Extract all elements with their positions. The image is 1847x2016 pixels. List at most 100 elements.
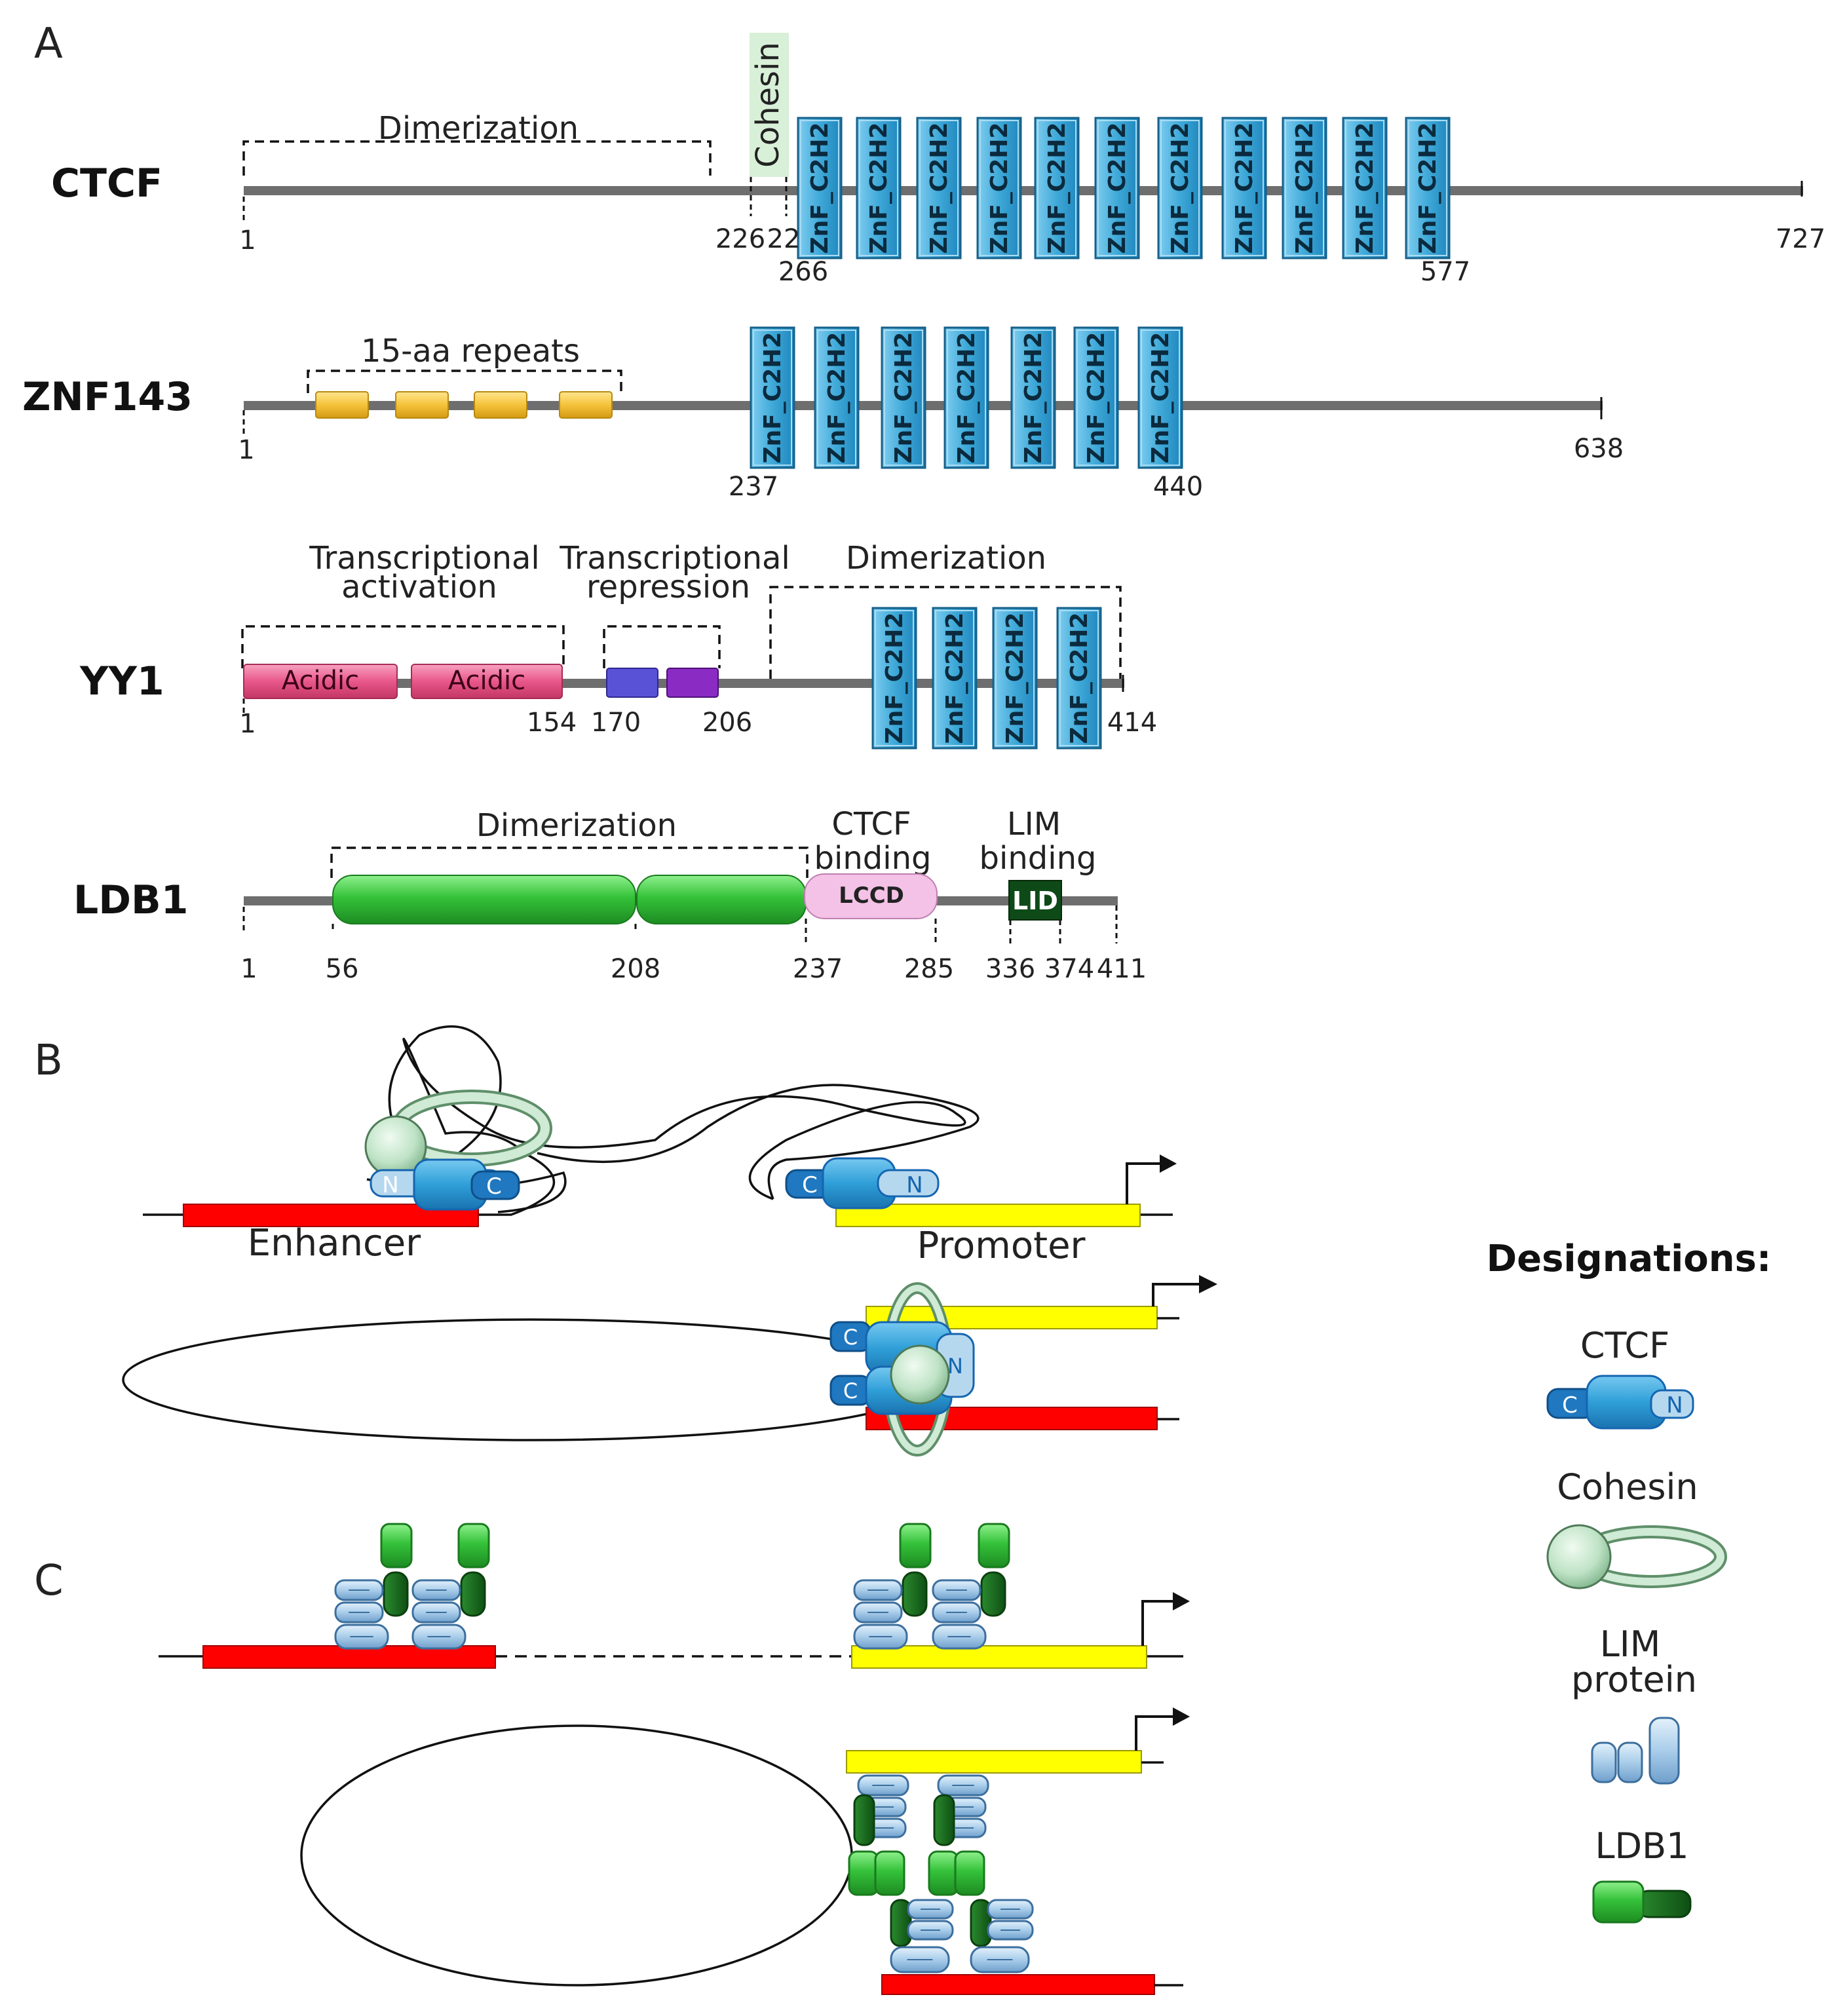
ldb1-dimerization-head <box>978 1523 1010 1569</box>
zinc-finger-domain: ZnF_C2H2 <box>797 117 843 259</box>
zinc-finger-domain: ZnF_C2H2 <box>881 326 926 469</box>
yy1-tick-170: 170 <box>591 708 641 738</box>
panel-c-label: C <box>34 1557 64 1605</box>
zinc-finger-label: ZnF_C2H2 <box>953 332 980 464</box>
zinc-finger-label: ZnF_C2H2 <box>1352 123 1379 254</box>
promoter-label: Promoter <box>917 1225 1086 1267</box>
ctcf-c-terminus: C <box>802 1172 818 1198</box>
ldb1-tick-285: 285 <box>904 954 954 984</box>
legend-ldb1-label: LDB1 <box>1595 1825 1688 1867</box>
legend-title: Designations: <box>1487 1238 1772 1280</box>
chromatin-loop-strand <box>388 1025 502 1154</box>
ctcf-tick-22x: 22 <box>767 224 801 254</box>
yy1-acidic-label-2: Acidic <box>448 666 525 696</box>
ctcf-dimerization-label: Dimerization <box>378 110 579 147</box>
ldb1-ctcf-binding-label-2: binding <box>814 840 932 877</box>
zinc-finger-domain: ZnF_C2H2 <box>992 607 1038 750</box>
yy1-tick-1: 1 <box>239 709 256 739</box>
zinc-finger-domain: ZnF_C2H2 <box>1342 117 1388 259</box>
znf143-zinc-finger-row: ZnF_C2H2 ZnF_C2H2 ZnF_C2H2 ZnF_C2H2 ZnF_C2H2… <box>750 326 1183 469</box>
yy1-tick-154: 154 <box>527 708 577 738</box>
ctcf-c-terminus: C <box>843 1325 858 1350</box>
zinc-finger-label: ZnF_C2H2 <box>1020 332 1047 464</box>
ldb1-dimerization-label: Dimerization <box>476 807 677 844</box>
yy1-domain-map: YY1 Transcriptional activation Transcrip… <box>79 540 1157 750</box>
legend-cohesin-label: Cohesin <box>1557 1466 1698 1508</box>
ldb1-ctcf-binding-label-1: CTCF <box>831 806 911 843</box>
zinc-finger-label: ZnF_C2H2 <box>1167 123 1194 254</box>
zinc-finger-domain: ZnF_C2H2 <box>856 117 902 259</box>
ldb1-tick-374: 374 <box>1044 954 1094 984</box>
ldb1-dimerization-head <box>874 1850 905 1896</box>
ldb1-dimerization-head <box>848 1850 879 1896</box>
zinc-finger-label: ZnF_C2H2 <box>866 123 892 254</box>
ldb1-dimerization-head <box>954 1850 985 1896</box>
zinc-finger-domain: ZnF_C2H2 <box>1405 117 1451 259</box>
ctcf-n-terminus: N <box>382 1172 398 1198</box>
ldb1-lid-stem <box>933 1794 955 1846</box>
ldb1-tick-marks <box>242 905 1118 943</box>
yy1-activation-label-1: Transcriptional <box>309 540 539 577</box>
yy1-acidic-box-1 <box>243 664 398 699</box>
ldb1-dimerization-head <box>380 1523 413 1569</box>
panel-c-looped <box>300 1707 1190 1995</box>
zinc-finger-label: ZnF_C2H2 <box>881 613 908 744</box>
repeat-box <box>395 391 449 419</box>
legend-ctcf-label: CTCF <box>1580 1325 1669 1366</box>
ldb1-lid-stem <box>460 1571 486 1617</box>
panel-c-unlooped <box>159 1523 1190 1669</box>
zinc-finger-label: ZnF_C2H2 <box>1147 332 1174 464</box>
tss-arrowhead <box>1173 1592 1190 1610</box>
ldb1-tick-237: 237 <box>793 954 843 984</box>
zinc-finger-domain: ZnF_C2H2 <box>1034 117 1080 259</box>
zinc-finger-domain: ZnF_C2H2 <box>916 117 962 259</box>
legend-ctcf-n: N <box>1666 1392 1683 1418</box>
zinc-finger-label: ZnF_C2H2 <box>1044 123 1071 254</box>
yy1-repression-label-1: Transcriptional <box>559 540 790 577</box>
yy1-repression-bracket <box>603 625 721 668</box>
zinc-finger-label: ZnF_C2H2 <box>1066 613 1093 744</box>
zinc-finger-label: ZnF_C2H2 <box>986 123 1013 254</box>
yy1-activation-label-2: activation <box>341 569 497 605</box>
zinc-finger-domain: ZnF_C2H2 <box>1010 326 1056 469</box>
panel-b-looped: C C N <box>122 1275 1217 1456</box>
yy1-repression-box-purple <box>666 668 719 698</box>
zinc-finger-label: ZnF_C2H2 <box>890 332 917 464</box>
repeat-box <box>474 391 527 419</box>
legend-lim-icon <box>1591 1717 1680 1785</box>
yy1-tick-414: 414 <box>1107 708 1157 738</box>
yy1-dimerization-label: Dimerization <box>846 540 1046 577</box>
zinc-finger-label: ZnF_C2H2 <box>824 332 850 464</box>
ldb1-dimerization-domain-1 <box>332 875 636 924</box>
zinc-finger-label: ZnF_C2H2 <box>1231 123 1258 254</box>
yy1-name: YY1 <box>79 658 164 704</box>
ldb1-lim-complex-enhancer <box>334 1523 490 1650</box>
repeat-box <box>315 391 369 419</box>
ldb1-tick-208: 208 <box>611 954 660 984</box>
zinc-finger-label: ZnF_C2H2 <box>1083 332 1110 464</box>
yy1-dimerization-bracket <box>769 586 1122 679</box>
ctcf-n-terminus: N <box>906 1172 923 1198</box>
ldb1-lid-label: LID <box>1012 886 1058 915</box>
legend-ctcf-icon: C N <box>1546 1375 1694 1430</box>
ctcf-dimerization-bracket <box>242 140 712 176</box>
znf143-name: ZNF143 <box>22 374 193 420</box>
zinc-finger-label: ZnF_C2H2 <box>942 613 968 744</box>
ldb1-name: LDB1 <box>73 877 189 923</box>
ctcf-name: CTCF <box>51 161 162 206</box>
yy1-activation-bracket <box>241 625 565 668</box>
ldb1-lccd-label: LCCD <box>839 883 904 909</box>
zinc-finger-domain: ZnF_C2H2 <box>1221 117 1267 259</box>
znf143-repeats-bracket <box>307 370 622 393</box>
ctcf-tick-226: 226 <box>715 224 765 254</box>
znf143-tick-440: 440 <box>1153 472 1203 502</box>
ctcf-c-terminus: C <box>486 1173 502 1200</box>
ctcf-c-terminus: C <box>843 1379 858 1403</box>
tss-arrow <box>1135 1715 1173 1751</box>
yy1-tick-206: 206 <box>702 708 752 738</box>
ldb1-lim-binding-label-2: binding <box>980 840 1097 877</box>
ctcf-tick-266: 266 <box>778 257 828 287</box>
ctcf-backbone <box>244 186 1803 195</box>
